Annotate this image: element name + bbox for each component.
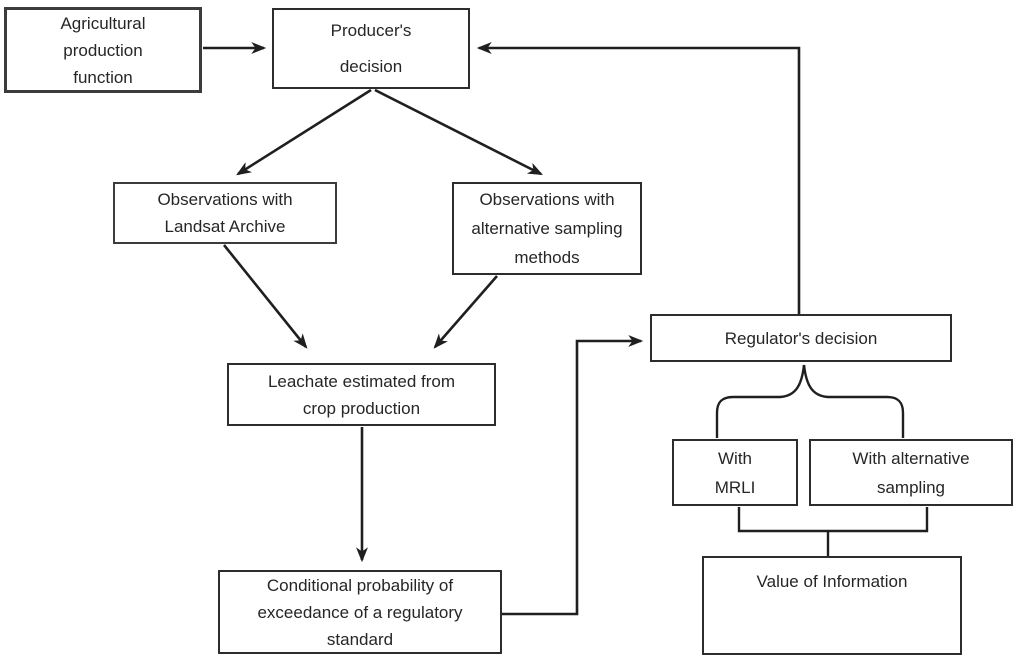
node-text-line: Value of Information xyxy=(756,572,908,591)
brace-regulators-to-with-alternative xyxy=(802,364,905,438)
node-text-line: Leachate estimated from xyxy=(267,371,456,391)
node-text-line: Observations with xyxy=(479,190,615,209)
node-text-line: decision xyxy=(339,56,403,76)
connector-options-join xyxy=(737,507,929,533)
node-agricultural-production-function: Agricultural production function xyxy=(4,7,202,93)
node-regulators-decision: Regulator's decision xyxy=(650,314,952,362)
node-text-line: Agricultural xyxy=(60,13,146,33)
node-text-line: function xyxy=(73,67,133,87)
node-text-line: With alternative xyxy=(852,448,970,468)
node-text-line: alternative sampling xyxy=(471,219,623,238)
node-leachate-estimated: Leachate estimated from crop production xyxy=(227,363,496,426)
node-text-line: sampling xyxy=(876,477,946,497)
node-text-line: Producer's xyxy=(330,20,412,40)
arrow-regulators-to-producers-feedback xyxy=(476,42,801,314)
node-observations-landsat-archive: Observations with Landsat Archive xyxy=(113,182,337,244)
node-text-line: methods xyxy=(514,248,580,267)
node-with-mrli: With MRLI xyxy=(672,439,798,506)
arrow-producers-to-obs-alternative xyxy=(374,88,544,176)
node-observations-alternative-sampling: Observations with alternative sampling m… xyxy=(452,182,642,275)
node-text-line: Regulator's decision xyxy=(724,328,878,348)
node-text-line: standard xyxy=(326,629,394,649)
brace-regulators-to-with-mrli xyxy=(715,364,806,438)
node-text-line: With xyxy=(718,448,752,468)
node-text-line: MRLI xyxy=(714,477,756,497)
arrow-conditional-to-regulators xyxy=(502,335,644,616)
node-value-of-information: Value of Information xyxy=(702,556,962,655)
node-text-line: Conditional probability of xyxy=(266,575,454,595)
node-conditional-probability: Conditional probability of exceedance of… xyxy=(218,570,502,654)
node-text-line: Observations with xyxy=(157,190,293,209)
node-producers-decision: Producer's decision xyxy=(272,8,470,89)
node-with-alternative-sampling: With alternative sampling xyxy=(809,439,1013,506)
node-text-line: exceedance of a regulatory xyxy=(257,602,463,622)
arrow-obs-alternative-to-leachate xyxy=(433,275,498,349)
node-text-line: Landsat Archive xyxy=(164,217,286,236)
arrow-producers-to-obs-landsat xyxy=(236,88,372,176)
node-text-line: production xyxy=(63,40,143,60)
arrow-obs-landsat-to-leachate xyxy=(222,244,308,349)
node-text-line: crop production xyxy=(302,398,421,418)
